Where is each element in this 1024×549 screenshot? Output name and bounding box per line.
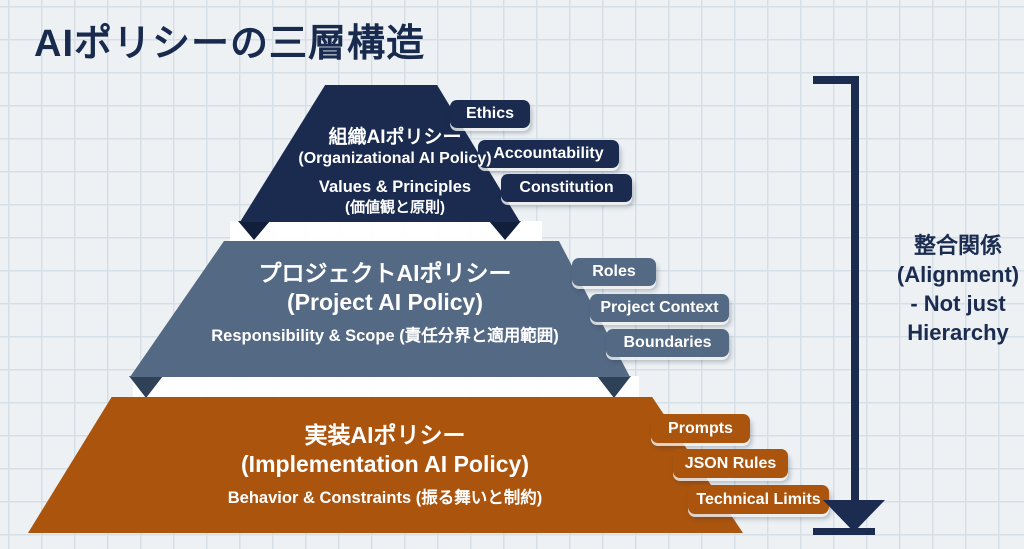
implementation-layer-title-en: (Implementation AI Policy) [241,451,529,477]
org-layer-title-en: (Organizational AI Policy) [298,150,492,167]
pyramid-layer-project [130,241,630,377]
tag-json-rules-label: JSON Rules [684,454,777,472]
alignment-arrow-top-cap [813,76,859,84]
page-title: AIポリシーの三層構造 [34,23,426,65]
project-layer-title-ja: プロジェクトAIポリシー [258,260,512,286]
alignment-note-line3: - Not just [910,291,1006,316]
tag-accountability: Accountability [478,140,619,168]
implementation-layer-title-ja: 実装AIポリシー [304,422,466,448]
alignment-note-line2: (Alignment) [896,262,1020,287]
org-layer-text: 組織AIポリシー (Organizational AI Policy) Valu… [250,126,540,218]
tag-constitution-label: Constitution [519,179,614,196]
tag-boundaries-label: Boundaries [623,334,712,351]
implementation-layer-text: 実装AIポリシー (Implementation AI Policy) Beha… [150,420,620,509]
tag-roles-label: Roles [592,263,636,280]
project-layer-text: プロジェクトAIポリシー (Project AI Policy) Respons… [185,258,585,347]
tag-roles: Roles [572,258,656,286]
org-layer-title-ja: 組織AIポリシー [328,127,462,148]
tag-prompts-label: Prompts [668,419,733,437]
tag-ethics-label: Ethics [465,105,514,122]
tag-constitution: Constitution [501,174,632,202]
org-layer-subtitle-ja: (価値観と原則) [345,199,445,216]
alignment-arrow-line [851,76,859,504]
alignment-note-line1: 整合関係 [913,233,1002,258]
tag-prompts: Prompts [651,414,750,443]
layer-gap-band-top [230,221,542,242]
tag-project-context: Project Context [590,294,729,322]
alignment-note-line4: Hierarchy [907,320,1009,345]
tag-technical-limits-label: Technical Limits [696,490,821,508]
implementation-layer-subtitle: Behavior & Constraints (振る舞いと制約) [227,489,543,507]
tag-json-rules: JSON Rules [673,449,788,478]
project-layer-title-en: (Project AI Policy) [287,289,483,315]
tag-technical-limits: Technical Limits [688,485,829,514]
alignment-arrow-bottom-cap [813,528,875,535]
pyramid-layer-implementation [28,397,743,533]
org-layer-subtitle-en: Values & Principles [318,178,472,196]
project-layer-subtitle: Responsibility & Scope (責任分界と適用範囲) [211,327,559,345]
tag-project-context-label: Project Context [600,299,719,316]
tag-ethics: Ethics [450,100,530,128]
layer-gap-band-bottom [133,376,639,398]
tag-accountability-label: Accountability [493,145,604,162]
alignment-note: 整合関係 (Alignment) - Not just Hierarchy [872,231,1024,347]
tag-boundaries: Boundaries [606,329,729,357]
